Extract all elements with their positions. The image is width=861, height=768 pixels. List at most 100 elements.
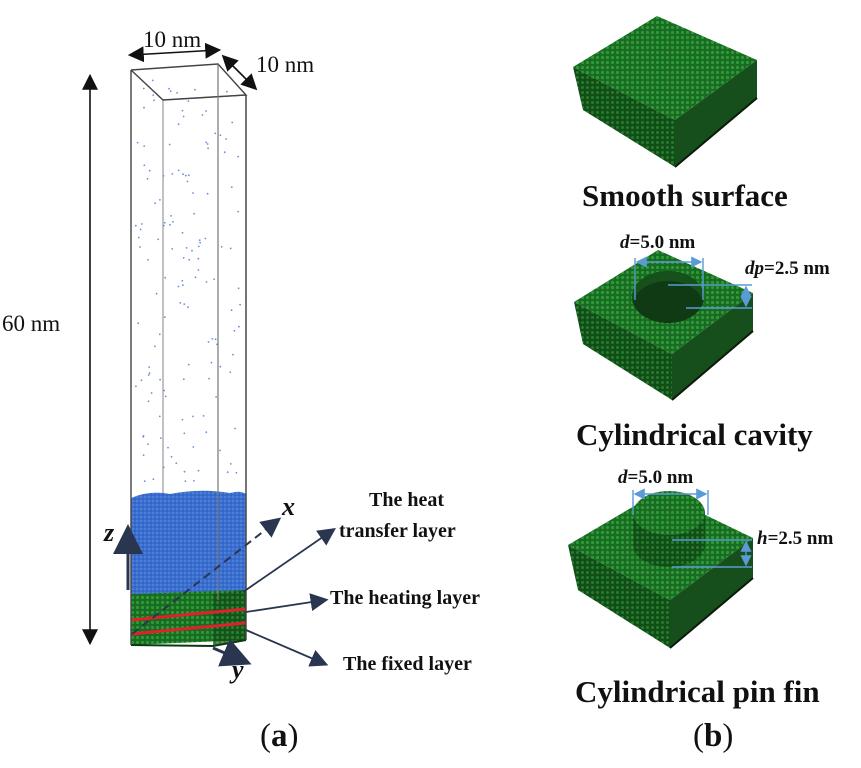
cylindrical-pin-fin-caption: Cylindrical pin fin bbox=[575, 674, 820, 709]
cylindrical-cavity-slab bbox=[574, 250, 754, 401]
vapor-molecule bbox=[197, 469, 200, 472]
vapor-molecule bbox=[175, 462, 178, 464]
vapor-molecule bbox=[155, 292, 158, 295]
vapor-molecule bbox=[177, 285, 180, 288]
vapor-molecule bbox=[231, 121, 234, 124]
heat-transfer-layer-pointer bbox=[242, 527, 336, 593]
vapor-molecule bbox=[151, 79, 154, 82]
cylindrical-pin-fin-slab bbox=[568, 491, 754, 649]
vapor-molecule bbox=[152, 478, 155, 481]
vapor-molecule bbox=[193, 480, 195, 482]
heating-layer-pointer bbox=[245, 593, 329, 613]
box-width-label: 10 nm bbox=[143, 27, 202, 52]
y-axis-arrow bbox=[212, 638, 252, 667]
smooth-surface-caption: Smooth surface bbox=[582, 178, 788, 213]
vapor-molecule bbox=[159, 199, 161, 201]
vapor-molecule bbox=[219, 365, 222, 368]
vapor-molecule bbox=[205, 110, 207, 112]
vapor-molecule bbox=[159, 437, 162, 439]
x-axis-label: x bbox=[282, 492, 295, 521]
vapor-molecule bbox=[176, 92, 179, 94]
vapor-molecule bbox=[220, 246, 223, 248]
vapor-molecule bbox=[191, 249, 193, 252]
vapor-molecule bbox=[182, 284, 184, 286]
z-axis-label: z bbox=[104, 518, 115, 547]
vapor-molecule bbox=[153, 99, 155, 102]
vapor-molecule bbox=[186, 180, 189, 183]
vapor-molecule bbox=[150, 392, 153, 394]
solid-wall bbox=[130, 590, 247, 648]
vapor-molecule bbox=[237, 210, 240, 213]
vapor-molecule bbox=[182, 115, 185, 118]
cavity-diameter-label: d=5.0 nm bbox=[620, 232, 696, 253]
vapor-molecule bbox=[193, 212, 196, 215]
vapor-molecule bbox=[142, 435, 145, 438]
cavity-depth-label: dp=2.5 nm bbox=[745, 258, 830, 279]
vapor-molecule bbox=[235, 471, 238, 474]
vapor-molecule bbox=[194, 88, 196, 91]
depth-dimension-arrow bbox=[221, 54, 258, 91]
vapor-molecule bbox=[181, 231, 184, 234]
vapor-molecule bbox=[142, 87, 145, 90]
vapor-molecule bbox=[194, 276, 197, 279]
pin-fin-dimension-lines bbox=[632, 488, 752, 568]
panel-b-label: (b) bbox=[693, 718, 734, 754]
vapor-molecule bbox=[182, 378, 185, 381]
heat-transfer-layer-label-line2: transfer layer bbox=[339, 520, 456, 542]
vapor-molecule bbox=[147, 400, 150, 403]
box-height-label: 60 nm bbox=[2, 311, 61, 336]
vapor-molecule bbox=[179, 302, 182, 304]
vapor-molecule bbox=[139, 246, 142, 248]
vapor-molecule bbox=[171, 248, 174, 250]
vapor-molecule bbox=[197, 257, 200, 260]
vapor-molecule bbox=[157, 238, 160, 241]
vapor-molecule bbox=[172, 220, 174, 223]
vapor-molecule bbox=[229, 247, 232, 250]
vapor-molecule bbox=[162, 466, 165, 469]
vapor-molecule bbox=[202, 415, 205, 417]
pin-fin-height-label: h=2.5 nm bbox=[757, 528, 834, 549]
heating-layer-label: The heating layer bbox=[330, 587, 480, 609]
vapor-molecule bbox=[230, 309, 233, 312]
y-axis-label: y bbox=[232, 655, 244, 684]
vapor-molecule bbox=[183, 470, 186, 473]
vapor-molecule bbox=[181, 279, 184, 282]
vapor-molecule bbox=[167, 446, 169, 449]
vapor-molecule bbox=[147, 374, 150, 376]
vapor-molecule bbox=[214, 132, 217, 135]
vapor-molecule bbox=[140, 379, 143, 382]
vapor-molecule bbox=[206, 192, 209, 195]
vapor-molecule bbox=[182, 257, 185, 259]
vapor-molecule bbox=[163, 221, 166, 224]
vapor-molecule bbox=[206, 143, 209, 145]
vapor-molecule bbox=[143, 106, 145, 109]
vapor-molecule bbox=[187, 174, 190, 177]
vapor-molecule bbox=[225, 138, 228, 140]
vapor-molecule bbox=[158, 415, 161, 418]
vapor-molecule bbox=[184, 174, 187, 177]
vapor-molecule bbox=[234, 427, 237, 430]
vapor-molecule bbox=[184, 480, 187, 482]
vapor-molecule bbox=[163, 224, 165, 227]
cylindrical-cavity-caption: Cylindrical cavity bbox=[576, 417, 813, 452]
vapor-molecule bbox=[211, 338, 214, 340]
fixed-layer-label: The fixed layer bbox=[343, 653, 472, 675]
vapor-molecule bbox=[185, 247, 188, 249]
vapor-molecule bbox=[219, 134, 222, 137]
vapor-molecule bbox=[164, 395, 167, 398]
vapor-molecule bbox=[197, 269, 200, 271]
vapor-molecule bbox=[154, 202, 157, 205]
vapor-molecule bbox=[198, 239, 201, 242]
vapor-molecule bbox=[170, 455, 173, 458]
vapor-molecule bbox=[143, 145, 146, 148]
vapor-molecule bbox=[232, 353, 234, 356]
vapor-molecule bbox=[177, 123, 180, 126]
vapor-molecule bbox=[143, 164, 146, 167]
vapor-molecule bbox=[197, 245, 200, 248]
vapor-molecule bbox=[177, 169, 180, 172]
vapor-molecule bbox=[137, 322, 140, 325]
vapor-molecule bbox=[168, 143, 171, 146]
vapor-molecule bbox=[205, 431, 208, 434]
vapor-molecule bbox=[143, 480, 146, 483]
